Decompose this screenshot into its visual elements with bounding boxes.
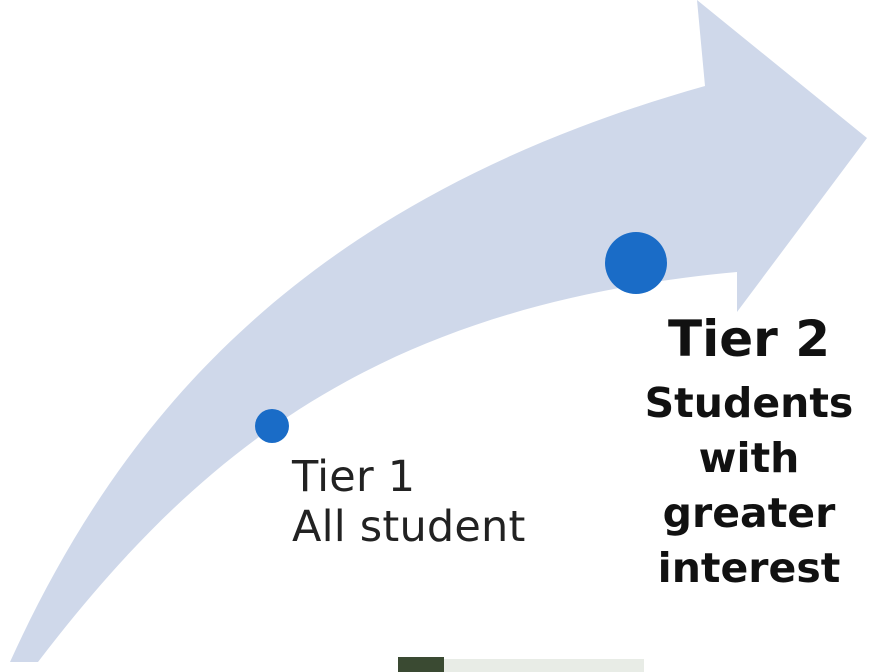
tier2-label-group: Tier 2 Students with greater interest <box>618 302 880 596</box>
tier2-line-4: interest <box>657 544 841 592</box>
tier1-title: Tier 1 <box>292 452 416 502</box>
photo-thumbnail-edge-light <box>444 659 644 672</box>
tier1-label-group: Tier 1 All student <box>292 452 526 552</box>
tier2-marker-dot <box>605 232 667 294</box>
tier2-line-2: with <box>698 434 800 482</box>
curved-arrow <box>10 0 867 662</box>
tier1-description: All student <box>292 502 526 552</box>
tier1-marker-dot <box>255 409 289 443</box>
tier2-title: Tier 2 <box>667 310 830 368</box>
photo-thumbnail-edge <box>398 657 444 672</box>
tier2-line-3: greater <box>662 489 836 537</box>
tier2-line-1: Students <box>644 379 854 427</box>
